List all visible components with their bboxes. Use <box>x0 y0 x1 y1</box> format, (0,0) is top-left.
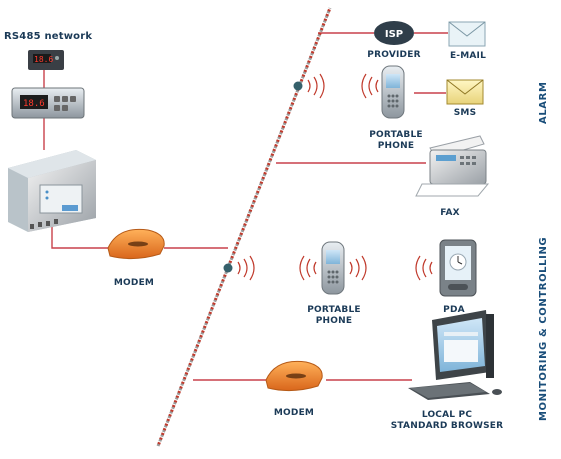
portable-phone-top-label: PORTABLE PHONE <box>356 130 436 152</box>
connection-lines <box>43 32 448 381</box>
pda-icon <box>439 239 477 297</box>
signal-waves-icon <box>237 255 255 281</box>
web-server-icon <box>8 150 96 232</box>
modem-icon <box>265 360 323 392</box>
sms-label: SMS <box>453 108 477 118</box>
modem-left-label: MODEM <box>113 278 155 288</box>
signal-node-mid <box>223 255 255 281</box>
isp-badge-label: ISP <box>385 29 403 40</box>
signal-waves-icon <box>307 73 325 99</box>
local-pc-label: LOCAL PC STANDARD BROWSER <box>382 410 512 432</box>
mobile-phone-icon <box>321 241 345 295</box>
modem-icon <box>107 228 165 260</box>
svg-text:18.6: 18.6 <box>23 99 45 109</box>
portable-phone-top-line2: PHONE <box>377 141 415 151</box>
fax-label: FAX <box>440 208 460 218</box>
signal-waves-icon <box>299 255 367 281</box>
local-pc-line2: STANDARD BROWSER <box>390 421 504 431</box>
email-label: E-MAIL <box>449 51 487 61</box>
section-alarm-label: ALARM <box>538 81 549 124</box>
svg-text:18.6: 18.6 <box>34 55 53 64</box>
portable-phone-mid-label: PORTABLE PHONE <box>294 305 374 327</box>
isp-icon: ISP <box>374 21 414 45</box>
desktop-pc-icon <box>408 310 502 400</box>
signal-waves-icon <box>361 73 379 99</box>
sms-envelope-icon <box>446 79 484 105</box>
link-server-modem <box>51 225 112 249</box>
signal-node-top <box>293 73 325 99</box>
network-backbone <box>156 7 332 447</box>
local-pc-line1: LOCAL PC <box>421 410 473 420</box>
portable-phone-top-line1: PORTABLE <box>369 130 423 140</box>
network-title: RS485 network <box>4 31 93 42</box>
provider-label: PROVIDER <box>367 50 421 60</box>
portable-phone-mid-line2: PHONE <box>315 316 353 326</box>
thermostat-icon: 18.6 <box>28 50 64 70</box>
fax-machine-icon <box>415 135 490 197</box>
pda-label: PDA <box>443 305 465 315</box>
email-envelope-icon <box>448 21 486 47</box>
section-monitoring-label: MONITORING & CONTROLLING <box>538 236 549 421</box>
mobile-phone-icon <box>381 65 405 119</box>
portable-phone-mid-line1: PORTABLE <box>307 305 361 315</box>
controller-icon: 18.6 <box>11 87 85 119</box>
modem-bottom-label: MODEM <box>273 408 315 418</box>
signal-waves-icon <box>415 255 433 281</box>
